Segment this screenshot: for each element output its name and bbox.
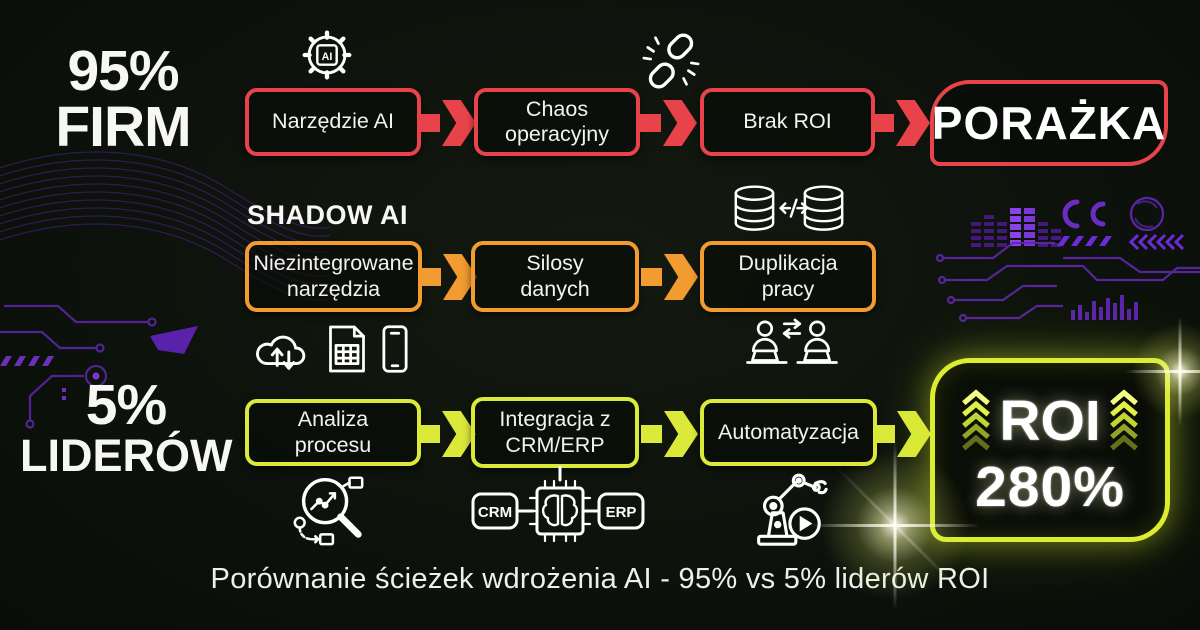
leaders-share-name: LIDERÓW <box>20 429 233 481</box>
flow-arrow-icon <box>874 411 932 457</box>
leaders-share-value: 5% <box>85 373 167 437</box>
ai-chip-label: AI <box>322 51 333 63</box>
right-circuit-decoration <box>935 196 1200 323</box>
robot-arm-play-icon <box>742 462 832 550</box>
ai-chip-gear-icon: AI <box>296 24 358 86</box>
crm-brain-erp-icon: CRM ERP <box>465 466 655 546</box>
result-porazka: PORAŻKA <box>930 80 1168 166</box>
step-chaos-operacyjny: Chaos operacyjny <box>474 88 640 156</box>
step-duplikacja-pracy: Duplikacja pracy <box>700 241 876 312</box>
result-roi: ROI 280% <box>930 358 1170 542</box>
leaders-share-label: 5% LIDERÓW <box>20 373 233 481</box>
smartphone-icon <box>380 323 410 375</box>
flow-arrow-icon <box>420 254 478 300</box>
database-sync-icon <box>724 182 854 238</box>
flow-arrow-icon <box>641 411 699 457</box>
analysis-magnifier-icon <box>288 468 370 550</box>
shadow-tools-icons <box>252 320 410 378</box>
flow-arrow-icon <box>419 411 477 457</box>
growth-chevrons-icon <box>1109 388 1138 450</box>
step-brak-roi: Brak ROI <box>700 88 875 156</box>
roi-value: 280% <box>975 454 1125 519</box>
cloud-sync-icon <box>252 324 314 374</box>
comparison-caption: Porównanie ścieżek wdrożenia AI - 95% vs… <box>210 563 990 595</box>
failure-share-value: 95% <box>67 39 179 103</box>
roi-line: ROI <box>960 387 1139 457</box>
failure-share-label: 95% FIRM <box>28 39 218 159</box>
step-automatyzacja: Automatyzacja <box>700 399 877 466</box>
step-analiza-procesu: Analiza procesu <box>245 399 421 466</box>
step-integracja-crm-erp: Integracja z CRM/ERP <box>471 397 639 468</box>
crm-label: CRM <box>478 504 512 521</box>
shadow-ai-label: SHADOW AI <box>247 200 408 230</box>
flow-arrow-icon <box>873 100 931 146</box>
growth-chevrons-icon <box>962 388 991 450</box>
failure-share-name: FIRM <box>55 94 191 159</box>
step-niezintegrowane-narzedzia: Niezintegrowane narzędzia <box>245 241 422 312</box>
broken-link-icon <box>640 30 702 92</box>
spreadsheet-icon <box>325 323 369 375</box>
erp-label: ERP <box>606 504 637 521</box>
roi-label: ROI <box>999 389 1101 453</box>
flow-arrow-icon <box>419 100 477 146</box>
flow-arrow-icon <box>640 100 698 146</box>
flow-arrow-icon <box>641 254 699 300</box>
step-silosy-danych: Silosy danych <box>471 241 639 312</box>
workers-exchange-icon <box>742 318 842 376</box>
step-narzedzie-ai: Narzędzie AI <box>245 88 421 156</box>
